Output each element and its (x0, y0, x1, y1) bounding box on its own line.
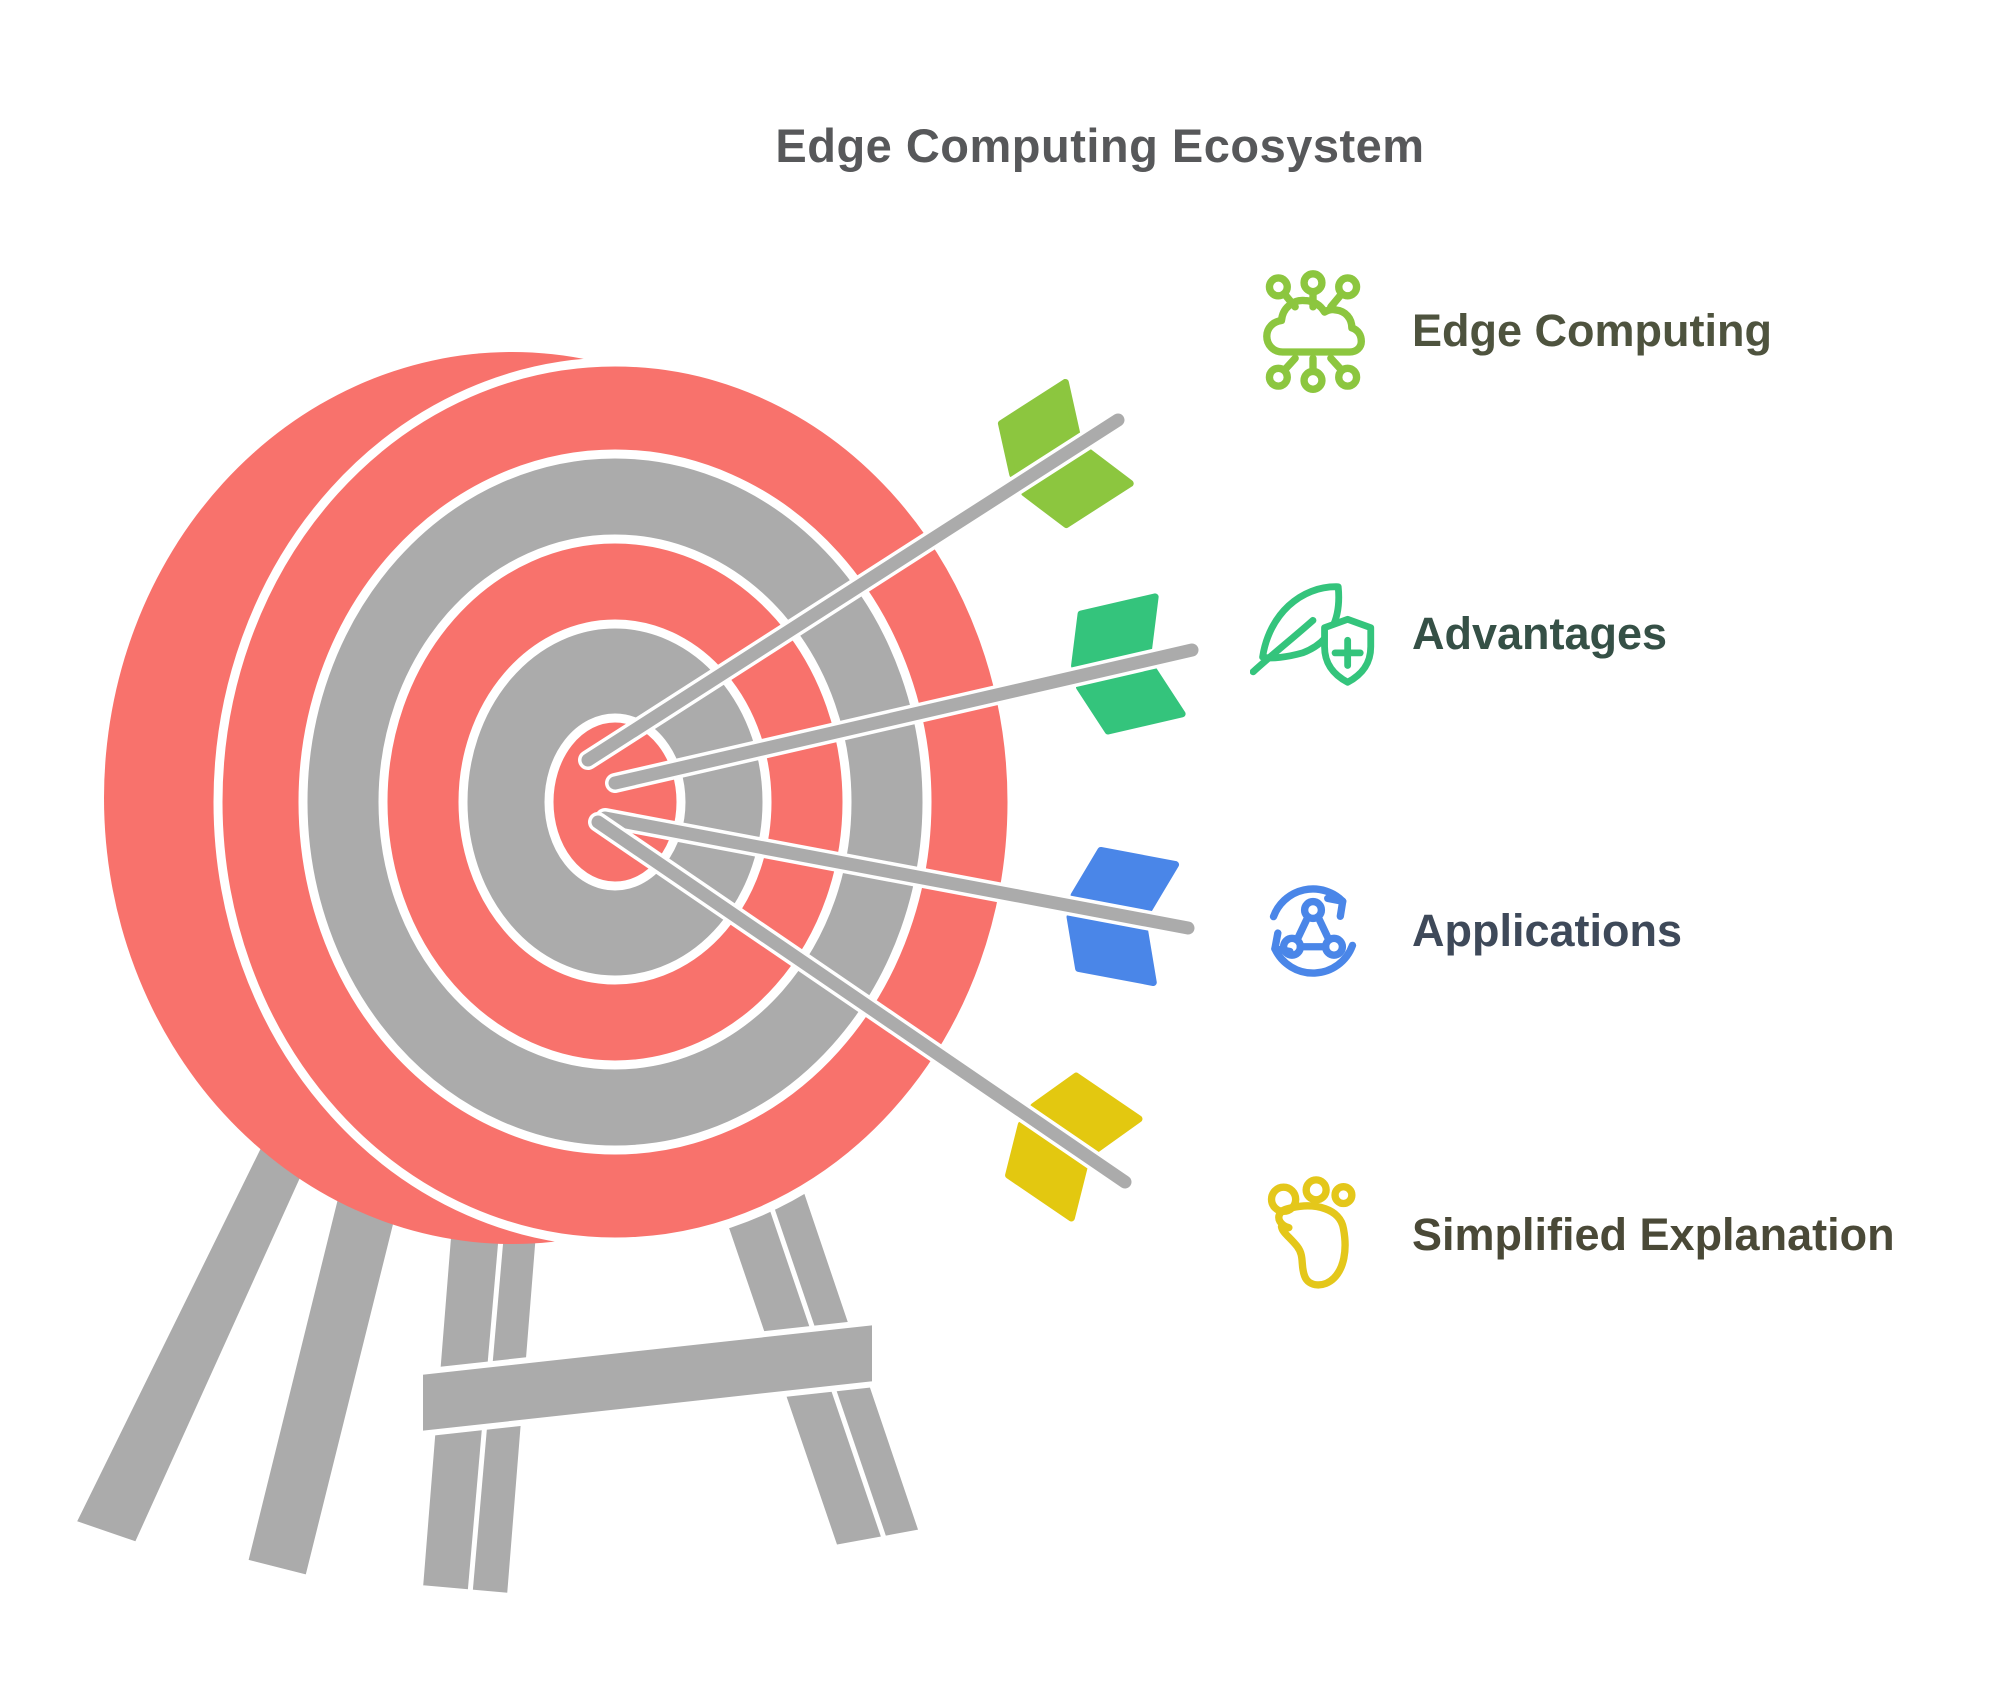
footprint-icon (1250, 1172, 1376, 1298)
arrow-green-fletching (997, 378, 1134, 529)
arrow-emerald-shaft (608, 643, 1199, 790)
arrow-blue-fletching (1066, 846, 1180, 987)
legend-item-label: Applications (1412, 905, 1683, 957)
arrow-yellow-shaft (591, 815, 1132, 1189)
arrow-green-shaft (581, 413, 1125, 767)
legend-item-applications: Applications (1250, 868, 1682, 994)
legend-item-simplified-explanation: Simplified Explanation (1250, 1172, 1895, 1298)
arrow-emerald (605, 593, 1202, 793)
page-title: Edge Computing Ecosystem (775, 119, 1425, 172)
stand-crossbar (417, 1319, 878, 1437)
arrow-blue-shaft (598, 811, 1195, 935)
arrow-emerald-fletching (1071, 593, 1186, 735)
sync-triangle-network-icon (1250, 868, 1376, 994)
arrow-blue (595, 808, 1198, 987)
legend-item-label: Advantages (1412, 608, 1668, 660)
leaf-shield-plus-icon (1250, 571, 1376, 697)
cloud-network-icon (1250, 268, 1376, 394)
legend-item-label: Simplified Explanation (1412, 1209, 1895, 1261)
arrow-green (578, 378, 1134, 770)
legend-item-label: Edge Computing (1412, 305, 1772, 357)
arrow-yellow-fletching (1005, 1072, 1143, 1222)
legend-item-edge-computing: Edge Computing (1250, 268, 1772, 394)
arrow-yellow (588, 812, 1143, 1222)
legend-item-advantages: Advantages (1250, 571, 1667, 697)
